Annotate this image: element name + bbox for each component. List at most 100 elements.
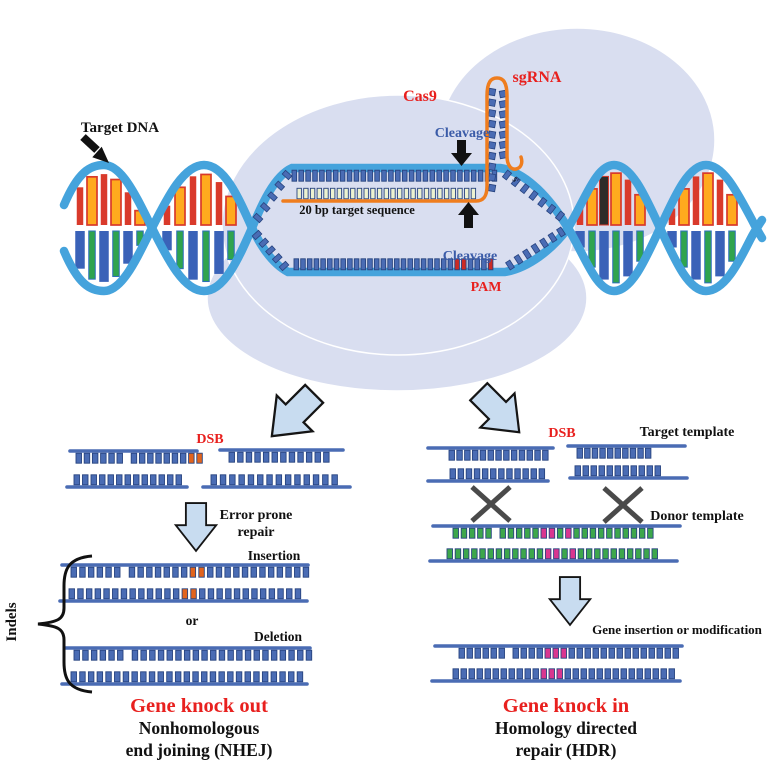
crossover-x-left-icon bbox=[470, 485, 512, 523]
dna-base-square bbox=[73, 474, 80, 486]
dna-base-square bbox=[376, 187, 383, 200]
dna-base-square bbox=[620, 668, 627, 680]
dna-base-square bbox=[553, 548, 560, 560]
base-pair-bar-bottom bbox=[162, 231, 172, 251]
dna-base-square bbox=[464, 187, 470, 200]
dna-base-square bbox=[363, 187, 369, 200]
dna-base-square-tilted bbox=[487, 98, 497, 107]
dna-base-square bbox=[490, 647, 497, 659]
dna-base-square bbox=[241, 566, 249, 578]
dna-base-square bbox=[323, 187, 329, 200]
or-label: or bbox=[186, 613, 199, 628]
cleavage-bottom-label: Cleavage bbox=[443, 249, 497, 264]
dna-base-square bbox=[107, 474, 114, 486]
dna-base-square-tilted bbox=[278, 260, 290, 272]
base-pair-bar-top bbox=[624, 179, 632, 225]
base-pair-bar-top bbox=[76, 187, 84, 225]
dna-base-square bbox=[235, 671, 243, 683]
dna-base-square bbox=[394, 258, 400, 271]
dna-base-square bbox=[622, 465, 629, 477]
dna-base-square bbox=[606, 527, 613, 539]
dna-base-square bbox=[461, 258, 467, 271]
dna-base-square bbox=[253, 649, 260, 661]
dna-base-square bbox=[257, 474, 264, 486]
dna-base-square bbox=[150, 474, 157, 486]
dna-base-square bbox=[618, 548, 626, 560]
dna-base-square bbox=[440, 258, 447, 271]
dna-base-square bbox=[471, 548, 478, 560]
dna-base-square bbox=[210, 474, 217, 486]
dna-base-square bbox=[652, 668, 659, 680]
dna-base-square bbox=[70, 671, 77, 683]
cleavage-arrow-top-icon bbox=[451, 140, 472, 166]
base-pair-bar-bottom bbox=[575, 231, 585, 248]
dna-base-square bbox=[598, 465, 605, 477]
dna-base-square bbox=[216, 588, 223, 600]
dna-base-square bbox=[420, 258, 427, 271]
dna-base-square bbox=[581, 527, 588, 539]
dna-base-square bbox=[564, 668, 571, 680]
dna-base-square bbox=[514, 468, 521, 480]
dna-base-square bbox=[417, 187, 423, 200]
dna-base-square bbox=[316, 187, 322, 200]
hdr-label-line2: repair (HDR) bbox=[516, 740, 617, 760]
dna-base-square bbox=[498, 647, 505, 659]
dna-base-square bbox=[556, 668, 563, 680]
dna-base-square bbox=[401, 169, 408, 182]
base-pair-bar-top bbox=[716, 179, 724, 225]
dna-base-square bbox=[610, 548, 617, 560]
dna-base-square bbox=[589, 527, 597, 539]
dna-base-square bbox=[189, 566, 197, 578]
dna-base-square bbox=[614, 527, 621, 539]
dna-base-square bbox=[457, 169, 463, 182]
dna-base-square bbox=[279, 649, 287, 661]
dna-base-square bbox=[201, 671, 208, 683]
dna-base-square-tilted bbox=[537, 196, 548, 208]
dna-base-square bbox=[512, 647, 519, 659]
dna-base-square bbox=[124, 474, 131, 486]
dna-base-square bbox=[271, 451, 278, 463]
dna-base-square bbox=[291, 169, 298, 182]
dna-base-square bbox=[644, 668, 651, 680]
dna-base-square bbox=[79, 671, 86, 683]
dna-base-square bbox=[460, 668, 467, 680]
dna-base-square bbox=[507, 527, 515, 539]
dna-base-square-tilted bbox=[519, 183, 530, 195]
dna-base-square bbox=[436, 169, 442, 182]
dna-base-square bbox=[477, 527, 484, 539]
dna-base-square bbox=[96, 566, 104, 578]
dna-base-square bbox=[648, 647, 655, 659]
dna-base-square bbox=[288, 451, 296, 463]
dna-base-square bbox=[105, 671, 112, 683]
dna-base-square bbox=[331, 474, 338, 486]
dna-base-square bbox=[262, 451, 270, 463]
dna-base-square-tilted bbox=[510, 176, 521, 188]
dna-base-square bbox=[227, 649, 234, 661]
dna-base-square bbox=[129, 588, 136, 600]
dna-base-square bbox=[192, 671, 199, 683]
dna-base-square bbox=[574, 465, 581, 477]
dna-base-square bbox=[303, 187, 309, 200]
dna-base-square bbox=[568, 647, 575, 659]
dna-base-square-tilted bbox=[259, 201, 271, 213]
dna-base-square bbox=[112, 588, 119, 600]
dna-base-square bbox=[443, 169, 449, 182]
dna-base-square bbox=[540, 527, 547, 539]
dna-base-square bbox=[387, 258, 393, 271]
dna-base-square bbox=[635, 548, 642, 560]
dna-base-square bbox=[138, 588, 145, 600]
dna-base-square bbox=[218, 649, 226, 661]
dna-base-square bbox=[449, 468, 456, 480]
nhej-label-line2: end joining (NHEJ) bbox=[126, 740, 273, 760]
dna-base-square bbox=[540, 668, 547, 680]
dna-base-square-tilted bbox=[267, 191, 278, 202]
dna-base-square bbox=[468, 668, 475, 680]
dna-base-square bbox=[381, 169, 387, 182]
dna-base-square-tilted bbox=[487, 141, 497, 150]
dna-base-square bbox=[599, 447, 606, 459]
dna-base-square bbox=[130, 452, 138, 464]
dna-base-square bbox=[492, 668, 499, 680]
dna-base-square bbox=[192, 649, 200, 661]
dna-base-square bbox=[464, 169, 470, 182]
